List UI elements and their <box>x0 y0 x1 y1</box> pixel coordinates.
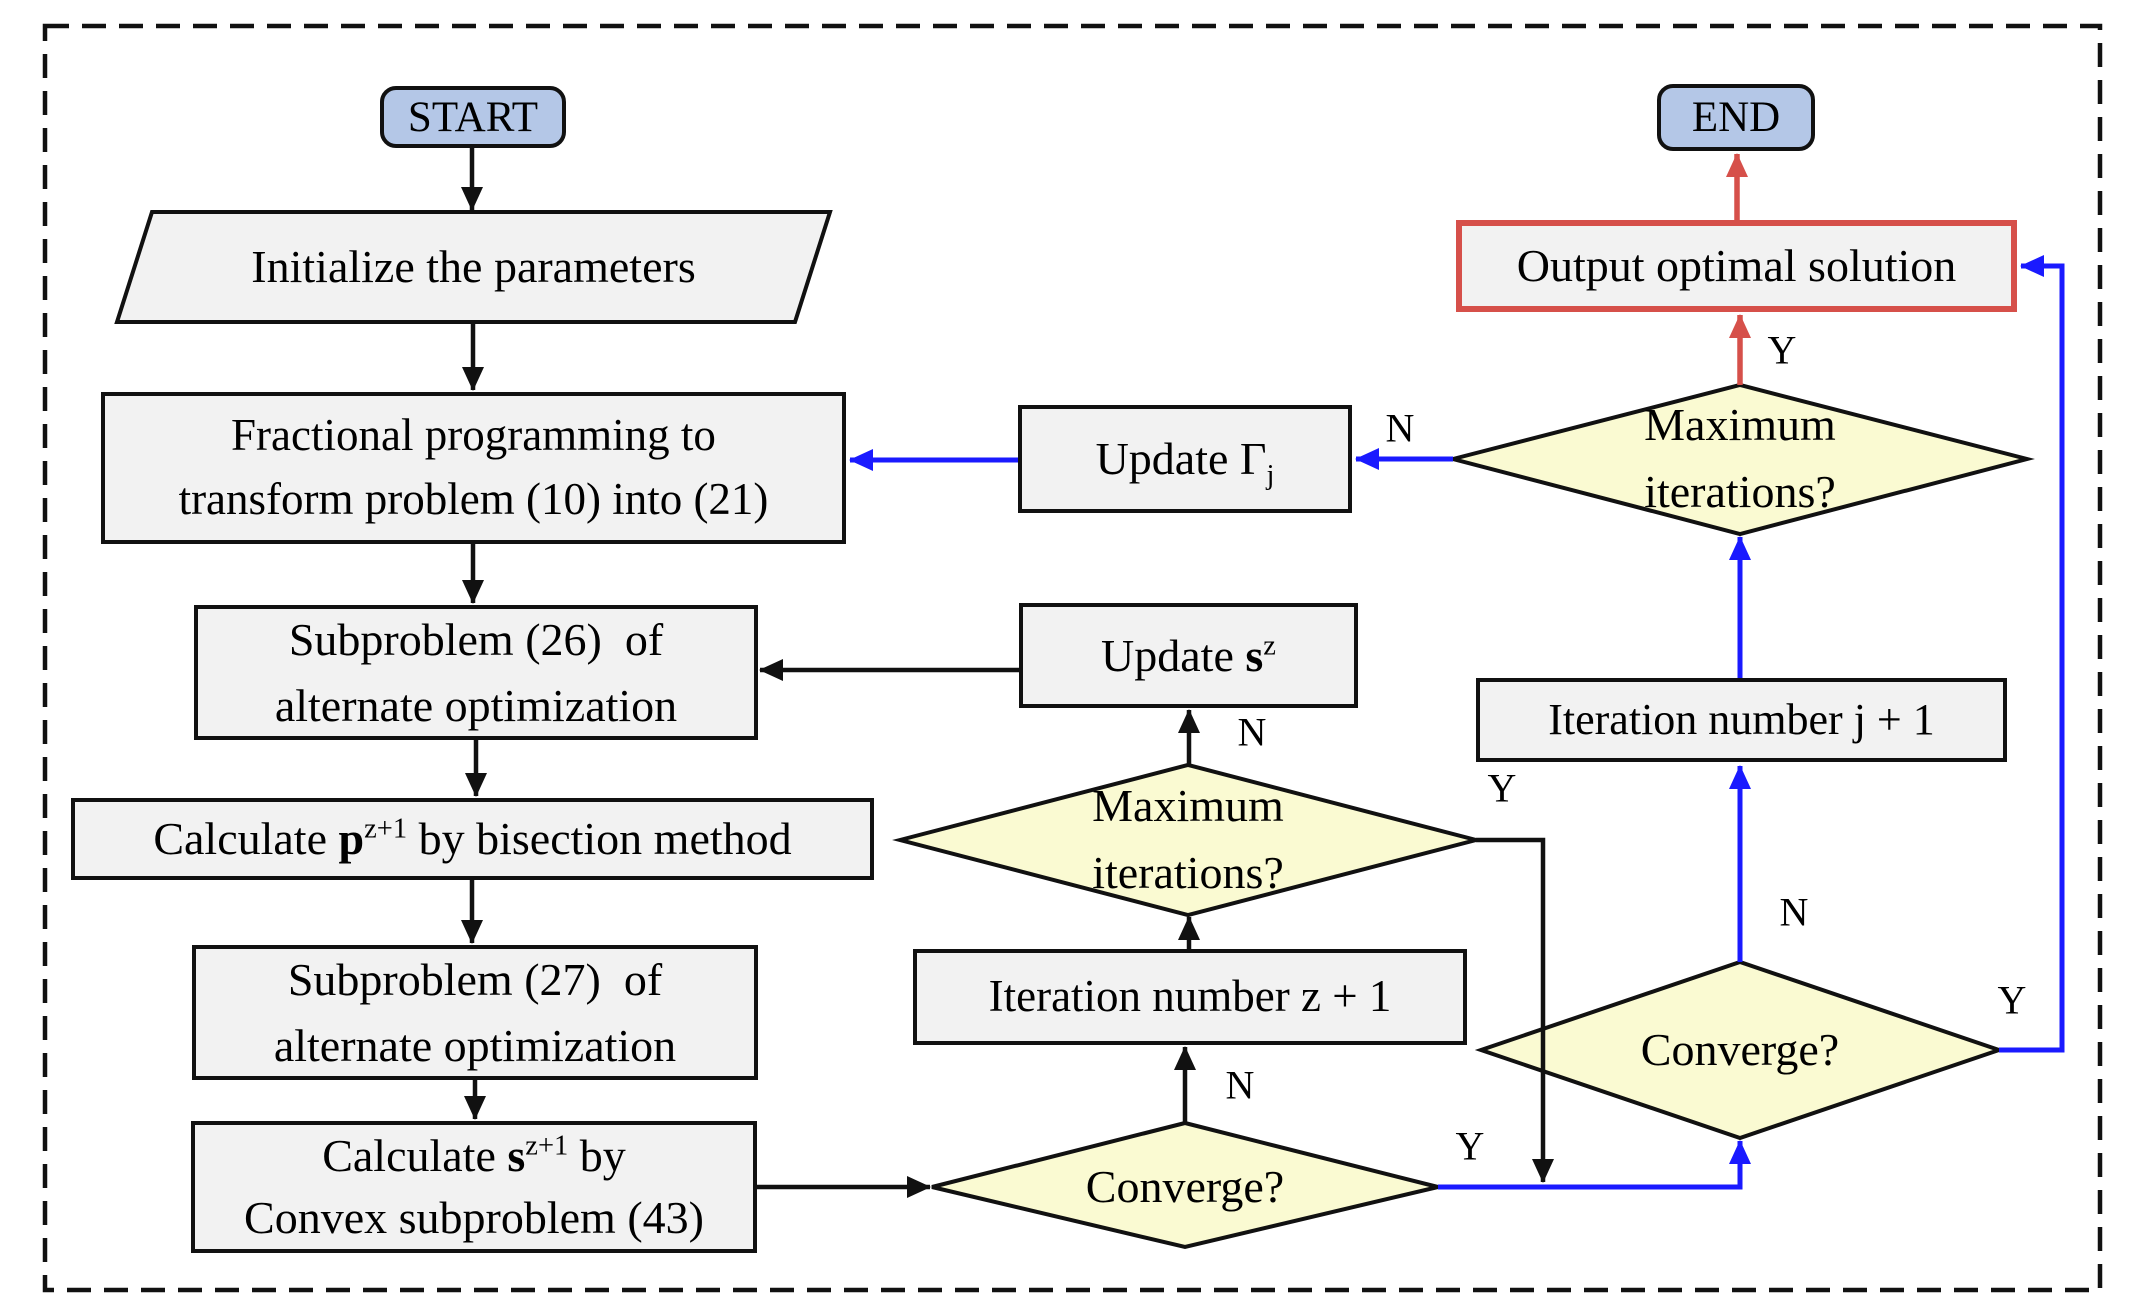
iteration-z-step: Iteration number z + 1 <box>913 949 1467 1045</box>
arrow-converge-right-yes-to-output <box>1999 255 2065 1053</box>
arrow-converge-yes-to-converge-right <box>1438 1140 1751 1190</box>
subproblem-26-step: Subproblem (26) of alternate optimizatio… <box>194 605 758 740</box>
update-sz-step: Update sz <box>1019 603 1358 708</box>
max-iterations-mid-text: Maximum iterations? <box>1092 780 1284 898</box>
output-solution-step: Output optimal solution <box>1456 220 2017 312</box>
dashed-border <box>42 23 2103 1293</box>
converge-bottom-text: Converge? <box>1085 1160 1285 1212</box>
calculate-s-step: Calculate sz+1 by Convex subproblem (43) <box>191 1121 757 1253</box>
fractional-programming-step: Fractional programming to transform prob… <box>101 392 846 544</box>
max-iterations-top-text: Maximum iterations? <box>1644 399 1836 517</box>
maxmid-n-label: N <box>1237 709 1267 755</box>
calculate-p-text: Calculate pz+1 by bisection method <box>153 812 792 864</box>
maxtop-y-label: Y <box>1767 327 1797 373</box>
subproblem-27-step: Subproblem (27) of alternate optimizatio… <box>192 945 758 1080</box>
converge-right-text: Converge? <box>1640 1023 1840 1075</box>
maxtop-n-label: N <box>1385 405 1415 451</box>
end-label: END <box>1691 94 1781 141</box>
start-terminal: START <box>380 86 566 148</box>
converge-bottom-y-label: Y <box>1455 1123 1485 1169</box>
converge-right-y-label: Y <box>1997 977 2027 1023</box>
start-label: START <box>407 93 539 141</box>
end-terminal: END <box>1657 84 1815 151</box>
init-parallelogram <box>114 210 833 324</box>
calculate-s-line1: Calculate sz+1 by <box>322 1129 626 1181</box>
update-sz-text: Update sz <box>1101 629 1276 681</box>
calculate-p-step: Calculate pz+1 by bisection method <box>71 798 874 880</box>
arrow-maxmid-yes-down <box>1476 837 1554 1183</box>
max-iterations-top-diamond <box>1445 382 2035 537</box>
update-gamma-step: Update Γj <box>1018 405 1352 513</box>
update-gamma-text: Update Γj <box>1095 433 1275 492</box>
calculate-s-line2: Convex subproblem (43) <box>244 1192 704 1243</box>
init-step: Initialize the parameters <box>251 240 696 292</box>
iteration-j-step: Iteration number j + 1 <box>1476 678 2007 762</box>
maxmid-y-label: Y <box>1487 765 1517 811</box>
converge-right-n-label: N <box>1779 889 1809 935</box>
converge-bottom-n-label: N <box>1225 1062 1255 1108</box>
